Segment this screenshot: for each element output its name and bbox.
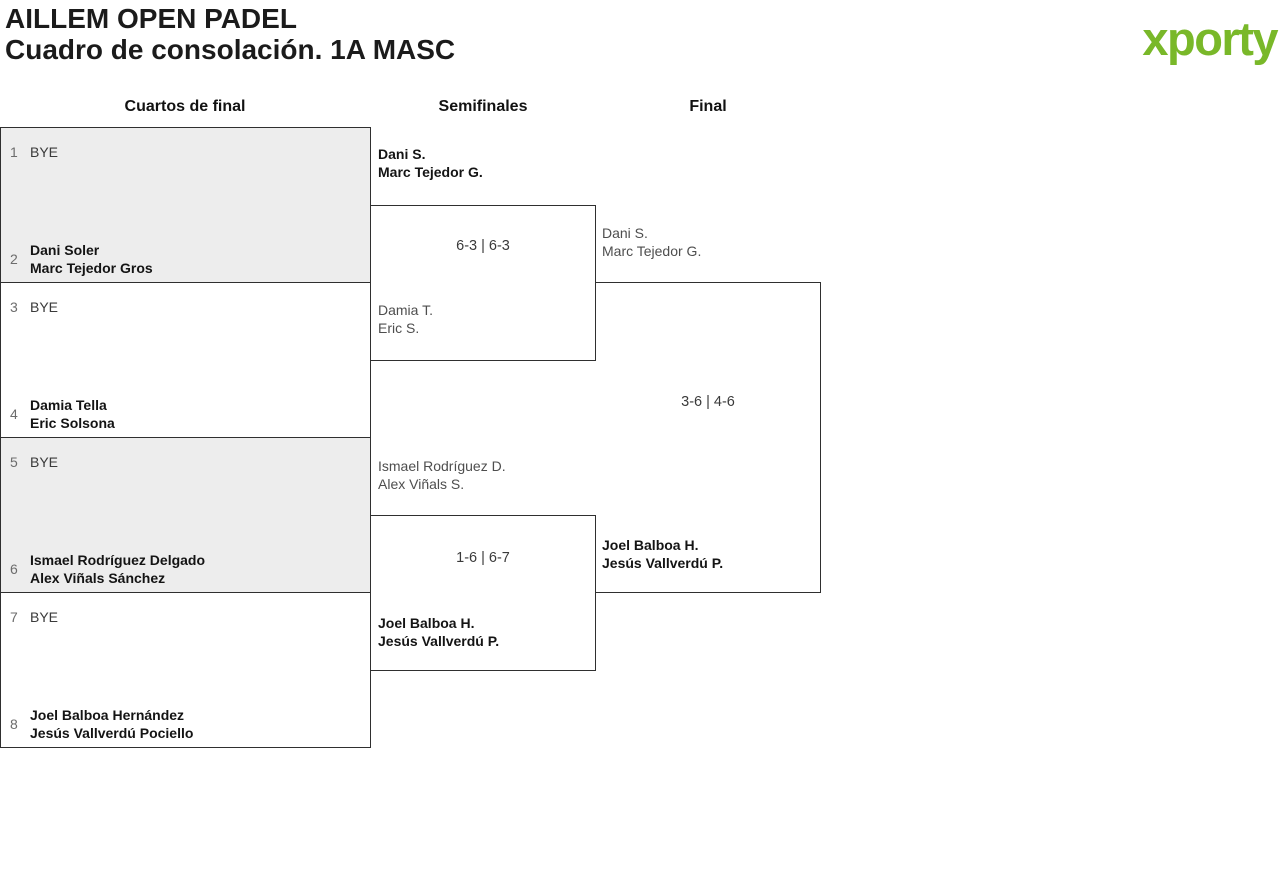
team-name-line: Dani S. xyxy=(602,225,648,241)
team-names: BYE xyxy=(30,143,58,161)
logo-wordmark: xporty xyxy=(1142,12,1278,65)
team-slot: 4 Damia Tella Eric Solsona xyxy=(10,396,364,432)
team-name-line: Jesús Vallverdú P. xyxy=(378,633,500,649)
team-name-line: BYE xyxy=(30,454,59,470)
team-names: BYE xyxy=(30,298,58,316)
match-box-qf2[interactable]: 3 BYE 4 Damia Tella Eric Solsona xyxy=(0,282,371,438)
team-name-line: Ismael Rodríguez D. xyxy=(378,458,506,474)
team-name-line: Damia Tella xyxy=(30,397,107,413)
team-name-line: BYE xyxy=(30,299,59,315)
team-name-line: BYE xyxy=(30,144,59,160)
final-score: 3-6 | 4-6 xyxy=(681,394,735,410)
team-name-line: Dani S. xyxy=(378,146,426,162)
team-name-line: BYE xyxy=(30,609,59,625)
team-name-line: Marc Tejedor Gros xyxy=(30,260,153,276)
match-box-sf2[interactable] xyxy=(370,515,596,671)
round-header-semifinals: Semifinales xyxy=(438,98,528,115)
team-slot: 2 Dani Soler Marc Tejedor Gros xyxy=(10,241,364,277)
team-slot: 5 BYE xyxy=(10,453,364,471)
team-names: BYE xyxy=(30,608,58,626)
match-box-sf1[interactable] xyxy=(370,205,596,361)
seed-number: 4 xyxy=(10,406,18,422)
team-name-line: Joel Balboa H. xyxy=(602,537,699,553)
team-slot: 8 Joel Balboa Hernández Jesús Vallverdú … xyxy=(10,706,364,742)
match-box-qf1[interactable]: 1 BYE 2 Dani Soler Marc Tejedor Gros xyxy=(0,127,371,283)
bracket-subtitle: Cuadro de consolación. 1A MASC xyxy=(5,34,456,65)
sf1-top-team: Dani S. Marc Tejedor G. xyxy=(378,145,483,181)
team-name-line: Eric S. xyxy=(378,320,420,336)
match-box-qf4[interactable]: 7 BYE 8 Joel Balboa Hernández Jesús Vall… xyxy=(0,592,371,748)
team-name-line: Marc Tejedor G. xyxy=(378,164,483,180)
team-slot: 7 BYE xyxy=(10,608,364,626)
team-name-line: Eric Solsona xyxy=(30,415,115,431)
sf1-bottom-team: Damia T. Eric S. xyxy=(378,301,433,337)
team-name-line: Ismael Rodríguez Delgado xyxy=(30,552,206,568)
seed-number: 6 xyxy=(10,561,18,577)
seed-number: 5 xyxy=(10,454,18,470)
page-title: AILLEM OPEN PADEL Cuadro de consolación.… xyxy=(5,3,455,65)
final-bottom-team: Joel Balboa H. Jesús Vallverdú P. xyxy=(602,536,723,572)
seed-number: 3 xyxy=(10,299,18,315)
team-slot: 6 Ismael Rodríguez Delgado Alex Viñals S… xyxy=(10,551,364,587)
team-name-line: Alex Viñals Sánchez xyxy=(30,570,166,586)
match-box-final[interactable] xyxy=(595,282,821,593)
team-name-line: Jesús Vallverdú Pociello xyxy=(30,725,194,741)
seed-number: 1 xyxy=(10,144,18,160)
team-names: Dani Soler Marc Tejedor Gros xyxy=(30,241,153,277)
seed-number: 8 xyxy=(10,716,18,732)
team-slot: 3 BYE xyxy=(10,298,364,316)
round-header-quarterfinals: Cuartos de final xyxy=(124,98,246,115)
final-top-team: Dani S. Marc Tejedor G. xyxy=(602,224,701,260)
team-names: BYE xyxy=(30,453,58,471)
sf2-top-team: Ismael Rodríguez D. Alex Viñals S. xyxy=(378,457,506,493)
team-name-line: Dani Soler xyxy=(30,242,100,258)
sf1-score: 6-3 | 6-3 xyxy=(456,238,510,254)
team-slot: 1 BYE xyxy=(10,143,364,161)
seed-number: 7 xyxy=(10,609,18,625)
xporty-logo: xporty xyxy=(990,0,1280,75)
team-names: Damia Tella Eric Solsona xyxy=(30,396,115,432)
team-name-line: Jesús Vallverdú P. xyxy=(602,555,724,571)
sf2-bottom-team: Joel Balboa H. Jesús Vallverdú P. xyxy=(378,614,499,650)
team-name-line: Joel Balboa Hernández xyxy=(30,707,185,723)
team-name-line: Alex Viñals S. xyxy=(378,476,465,492)
team-names: Joel Balboa Hernández Jesús Vallverdú Po… xyxy=(30,706,193,742)
match-box-qf3[interactable]: 5 BYE 6 Ismael Rodríguez Delgado Alex Vi… xyxy=(0,437,371,593)
sf2-score: 1-6 | 6-7 xyxy=(456,550,510,566)
team-name-line: Damia T. xyxy=(378,302,433,318)
team-name-line: Joel Balboa H. xyxy=(378,615,475,631)
tournament-name: AILLEM OPEN PADEL xyxy=(5,3,297,34)
team-name-line: Marc Tejedor G. xyxy=(602,243,702,259)
seed-number: 2 xyxy=(10,251,18,267)
team-names: Ismael Rodríguez Delgado Alex Viñals Sán… xyxy=(30,551,205,587)
round-header-final: Final xyxy=(689,98,727,115)
